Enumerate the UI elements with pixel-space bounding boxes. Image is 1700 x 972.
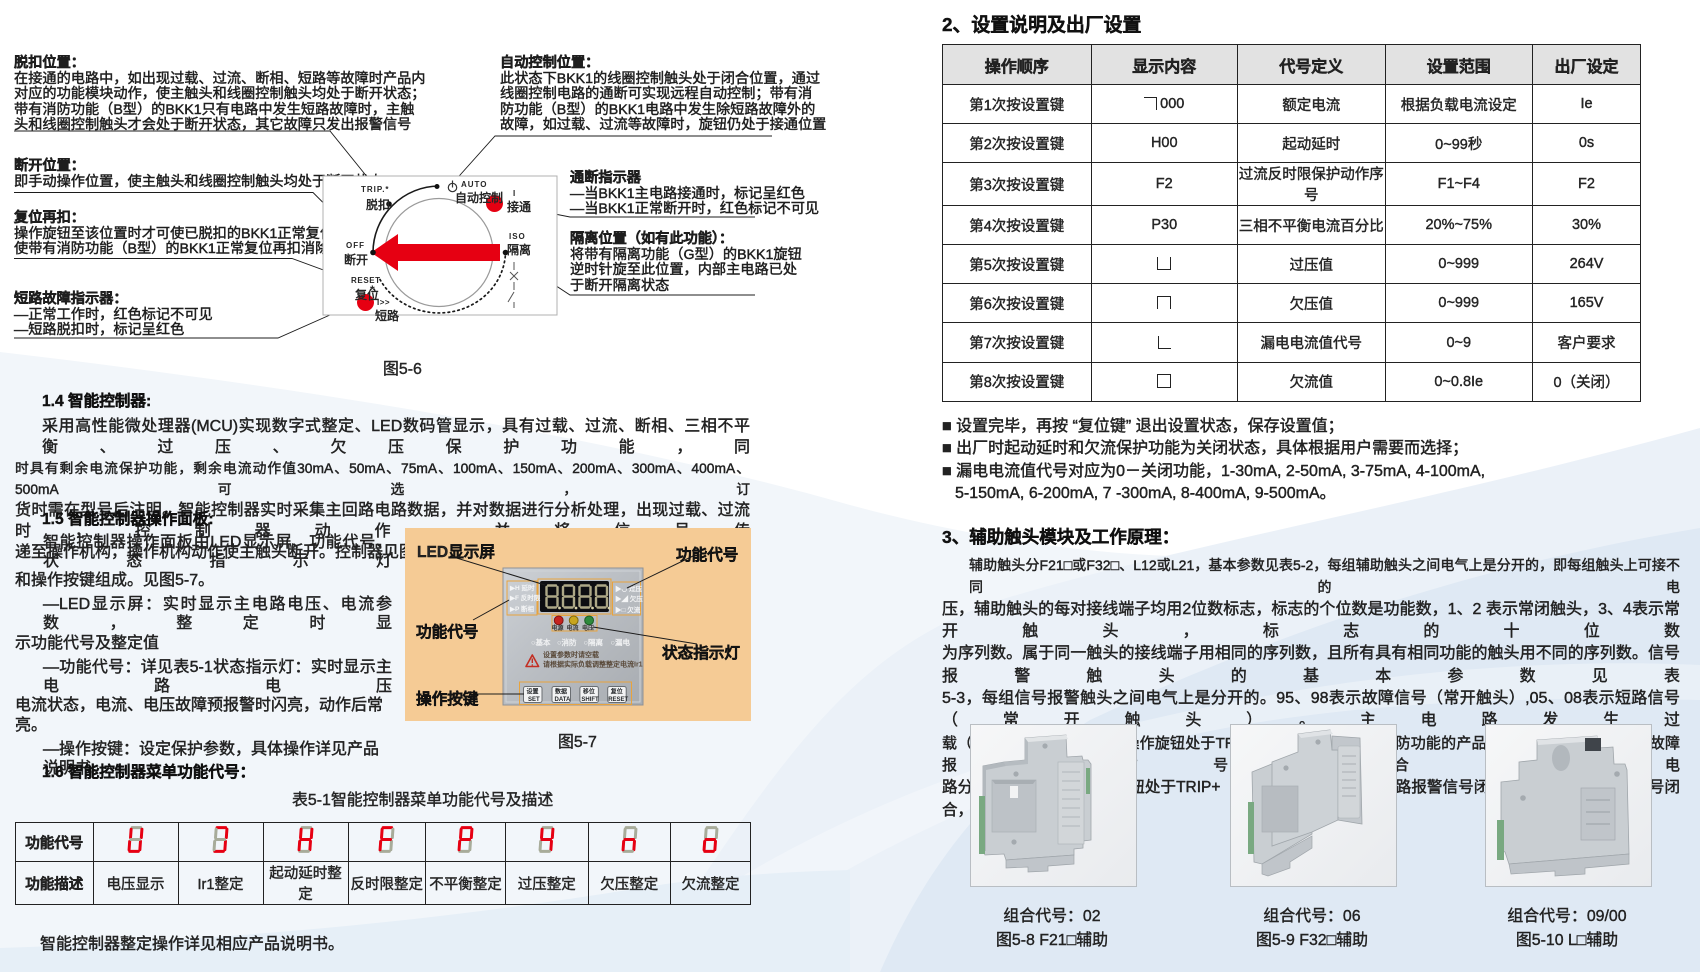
svg-text:▶P 断相: ▶P 断相: [509, 604, 535, 613]
svg-text:SHIFT: SHIFT: [581, 697, 599, 703]
svg-text:○基本: ○基本: [531, 637, 551, 647]
svg-text:▶□ 欠流: ▶□ 欠流: [615, 605, 641, 614]
svg-text:▶◢ 欠压: ▶◢ 欠压: [615, 594, 643, 603]
svg-text:电流: 电流: [567, 624, 579, 632]
svg-text:数据: 数据: [555, 688, 567, 696]
svg-text:移位: 移位: [583, 688, 595, 696]
svg-text:○漏电: ○漏电: [611, 637, 631, 647]
svg-text:○消防: ○消防: [557, 637, 577, 647]
svg-text:复位: 复位: [610, 688, 623, 696]
svg-text:设置: 设置: [527, 688, 539, 696]
svg-text:请根据实际负载调整整定电流Ir1: 请根据实际负载调整整定电流Ir1: [543, 660, 643, 669]
svg-text:SET: SET: [528, 697, 540, 703]
svg-text:设置参数时请空载: 设置参数时请空载: [543, 650, 599, 659]
svg-text:电源: 电源: [552, 624, 564, 632]
svg-text:○隔离: ○隔离: [584, 637, 604, 647]
svg-text:电压: 电压: [582, 624, 594, 632]
svg-text:RESET: RESET: [608, 697, 628, 703]
svg-text:▶H 延时: ▶H 延时: [509, 583, 535, 592]
svg-text:▶◡ 过压: ▶◡ 过压: [615, 584, 642, 593]
svg-text:▶F 反时限: ▶F 反时限: [509, 593, 541, 602]
svg-text:DATA: DATA: [555, 697, 571, 703]
